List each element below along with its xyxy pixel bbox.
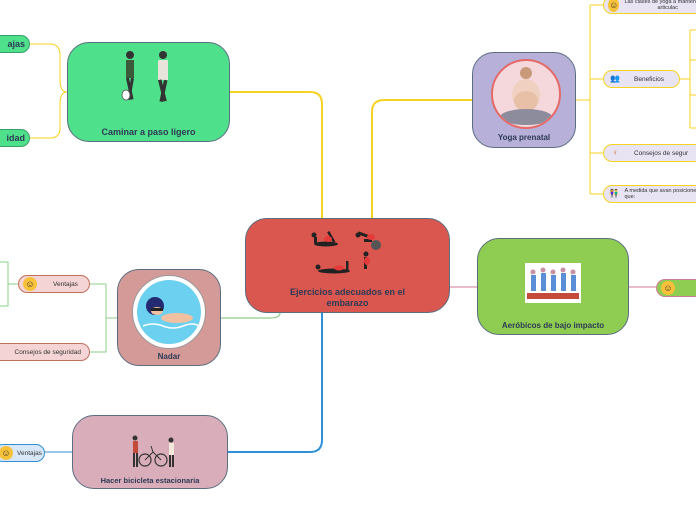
yoga-medida-label: A medida que avan posiciones que: bbox=[624, 188, 696, 200]
aerobicos-ventajas-pill[interactable]: ☺ bbox=[656, 279, 696, 297]
bici-ventajas-label: Ventajas bbox=[17, 449, 42, 457]
smiley-icon: ☺ bbox=[661, 281, 675, 295]
aerobicos-title: Aeróbicos de bajo impacto bbox=[501, 321, 605, 330]
nadar-title: Nadar bbox=[157, 352, 181, 361]
couple-icon: 👫 bbox=[609, 189, 620, 198]
nadar-node[interactable]: Nadar bbox=[117, 269, 221, 366]
exercise-illustration bbox=[311, 231, 381, 274]
central-node[interactable]: Ejercicios adecuados en el embarazo bbox=[245, 218, 450, 313]
bicicleta-node[interactable]: Hacer bicicleta estacionaria bbox=[72, 415, 228, 489]
swimmer-icon bbox=[142, 297, 200, 329]
central-title: Ejercicios adecuados en el embarazo bbox=[289, 287, 406, 308]
cycling-couple-icon bbox=[132, 435, 174, 467]
caminar-ventajas-label: ajas bbox=[7, 39, 25, 49]
smiley-icon: ☺ bbox=[0, 446, 13, 460]
yoga-clases-pill[interactable]: ☺ Las clases de yoga a mantener sus arti… bbox=[603, 0, 696, 14]
yoga-beneficios-pill[interactable]: 👥 Beneficios bbox=[603, 70, 680, 88]
yoga-clases-label: Las clases de yoga a mantener sus articu… bbox=[624, 0, 696, 11]
woman-icon: ♀ bbox=[612, 148, 618, 157]
smiley-icon: ☺ bbox=[608, 0, 620, 12]
caminar-seguridad-label: idad bbox=[6, 133, 25, 143]
smiley-icon: ☺ bbox=[23, 277, 37, 291]
yoga-image-circle bbox=[491, 59, 561, 129]
nadar-consejos-pill[interactable]: Consejos de seguridad bbox=[0, 343, 90, 361]
yoga-node[interactable]: Yoga prenatal bbox=[472, 52, 576, 148]
nadar-consejos-label: Consejos de seguridad bbox=[14, 348, 82, 356]
aerobics-image bbox=[525, 263, 581, 303]
caminar-title: Caminar a paso ligero bbox=[101, 127, 196, 137]
walking-couple-icon bbox=[121, 51, 168, 103]
yoga-consejos-label: Consejos de segur bbox=[634, 149, 689, 157]
bici-ventajas-pill[interactable]: ☺ Ventajas bbox=[0, 444, 45, 462]
yoga-consejos-pill[interactable]: ♀ Consejos de segur bbox=[603, 144, 696, 162]
pregnant-yoga-icon bbox=[500, 67, 552, 125]
aerobicos-node[interactable]: Aeróbicos de bajo impacto bbox=[477, 238, 629, 335]
nadar-ventajas-label: Ventajas bbox=[53, 280, 78, 288]
yoga-medida-pill[interactable]: 👫 A medida que avan posiciones que: bbox=[603, 185, 696, 203]
nadar-image-circle bbox=[132, 275, 206, 349]
caminar-seguridad-pill[interactable]: idad bbox=[0, 129, 30, 147]
aerobics-class-icon bbox=[527, 267, 579, 299]
bicicleta-title: Hacer bicicleta estacionaria bbox=[100, 476, 200, 485]
caminar-node[interactable]: Caminar a paso ligero bbox=[67, 42, 230, 142]
nadar-ventajas-pill[interactable]: ☺ Ventajas bbox=[18, 275, 90, 293]
caminar-ventajas-pill[interactable]: ajas bbox=[0, 35, 30, 53]
yoga-beneficios-label: Beneficios bbox=[634, 75, 664, 83]
people-icon: 👥 bbox=[610, 74, 620, 83]
yoga-title: Yoga prenatal bbox=[497, 133, 551, 142]
